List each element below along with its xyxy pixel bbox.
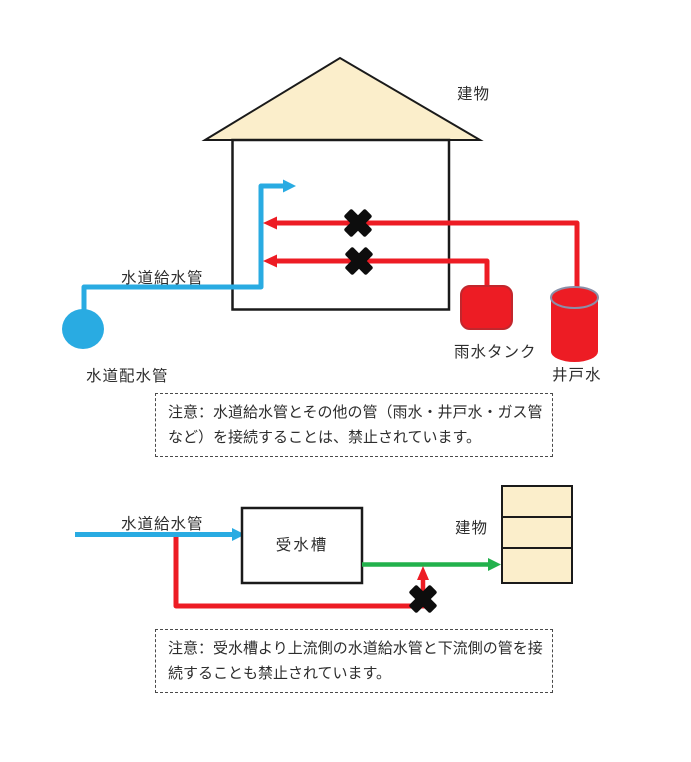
building-floors xyxy=(501,485,573,584)
downstream-pipe-arrowhead xyxy=(488,558,501,571)
prohibition-x-icon xyxy=(345,247,373,275)
house-roof xyxy=(201,56,484,141)
distribution-pipe-label: 水道配水管 xyxy=(86,368,169,385)
supply-pipe-arrowhead-bottom xyxy=(232,528,245,541)
rain-water-tank xyxy=(460,285,513,330)
supply-pipe-label-bottom: 水道給水管 xyxy=(121,516,204,533)
building-label-top: 建物 xyxy=(457,86,491,103)
rain-tank-pipe-line xyxy=(276,258,490,292)
rain-tank-label: 雨水タンク xyxy=(454,344,537,361)
receiving-tank-label: 受水槽 xyxy=(275,536,329,554)
well-water-pipe-arrowhead xyxy=(263,216,277,230)
receiving-tank-box xyxy=(240,506,364,585)
bypass-up-arrowhead xyxy=(417,566,429,580)
supply-pipe-label-top: 水道給水管 xyxy=(121,270,204,287)
well-water-label: 井戸水 xyxy=(552,367,602,384)
supply-pipe-line xyxy=(81,183,284,310)
supply-pipe-arrowhead xyxy=(283,179,296,193)
prohibition-x-icon xyxy=(344,209,372,237)
prohibition-x-icon xyxy=(409,585,437,613)
note-box-top: 注意：水道給水管とその他の管（雨水・井戸水・ガス管など）を接続することは、禁止さ… xyxy=(155,393,553,457)
well-water-cylinder xyxy=(550,286,599,362)
well-water-pipe-line xyxy=(276,220,580,292)
bypass-pipe-line xyxy=(173,533,432,609)
distribution-main-circle xyxy=(62,309,104,349)
note-box-bottom: 注意：受水槽より上流側の水道給水管と下流側の管を接続することも禁止されています。 xyxy=(155,629,553,693)
rain-tank-pipe-arrowhead xyxy=(263,254,277,268)
building-label-bottom: 建物 xyxy=(455,520,489,537)
